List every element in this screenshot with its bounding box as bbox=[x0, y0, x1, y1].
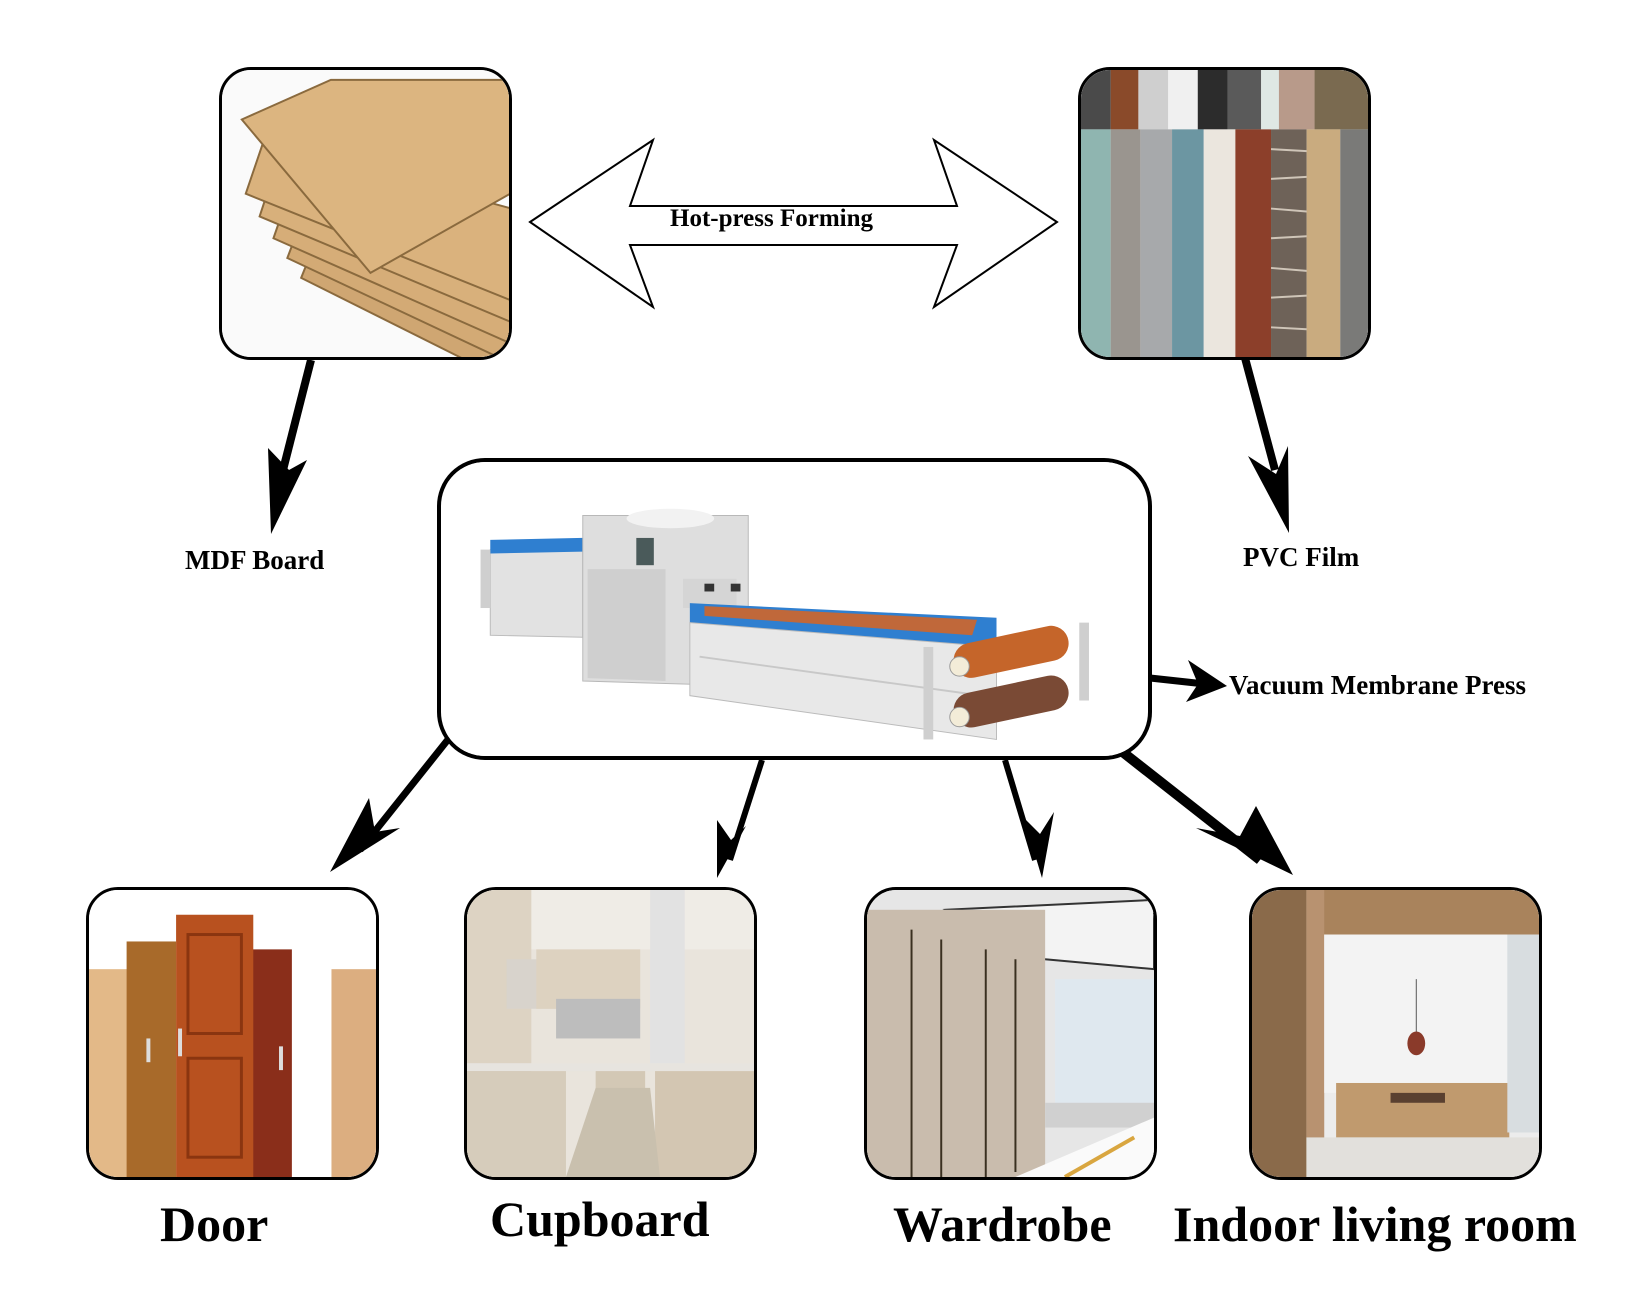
machine-to-living-arrow bbox=[1116, 746, 1293, 875]
pvc-film-caption: PVC Film bbox=[1243, 542, 1360, 572]
machine-to-label-arrow bbox=[1149, 660, 1227, 702]
pvc-film-illustration bbox=[1081, 70, 1368, 357]
door-caption: Door bbox=[160, 1196, 269, 1252]
mdf-board-illustration bbox=[222, 70, 509, 357]
wardrobe-illustration bbox=[867, 890, 1154, 1177]
mdf-board-image bbox=[219, 67, 512, 360]
living-room-image bbox=[1249, 887, 1542, 1180]
cupboard-image bbox=[464, 887, 757, 1180]
cupboard-caption: Cupboard bbox=[490, 1191, 710, 1247]
film-roller-top bbox=[949, 625, 1069, 678]
film-roller-bottom bbox=[949, 675, 1069, 728]
machine-to-wardrobe-arrow bbox=[1002, 759, 1054, 878]
pvc-film-image bbox=[1078, 67, 1371, 360]
living-room-caption: Indoor living room bbox=[1173, 1196, 1577, 1252]
vacuum-press-image bbox=[437, 458, 1152, 760]
wardrobe-caption: Wardrobe bbox=[893, 1196, 1112, 1252]
door-illustration bbox=[89, 890, 376, 1177]
cupboard-illustration bbox=[467, 890, 754, 1177]
living-room-illustration bbox=[1252, 890, 1539, 1177]
vacuum-press-caption: Vacuum Membrane Press bbox=[1229, 670, 1526, 700]
machine-to-cupboard-arrow bbox=[717, 759, 765, 878]
mdf-to-label-arrow bbox=[268, 359, 315, 534]
wardrobe-image bbox=[864, 887, 1157, 1180]
pvc-to-label-arrow bbox=[1241, 356, 1289, 533]
hot-press-label: Hot-press Forming bbox=[670, 205, 873, 232]
vacuum-press-illustration bbox=[446, 462, 1143, 756]
machine-to-door-arrow bbox=[330, 734, 453, 872]
door-image bbox=[86, 887, 379, 1180]
mdf-board-caption: MDF Board bbox=[185, 545, 325, 575]
